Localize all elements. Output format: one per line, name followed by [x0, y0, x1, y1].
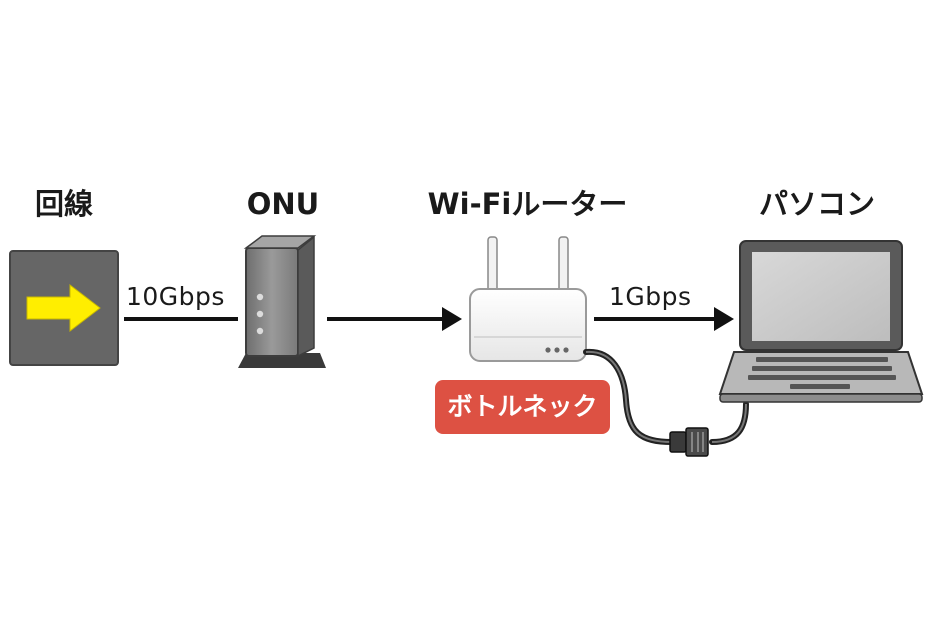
- bottleneck-badge: ボトルネック: [435, 380, 610, 434]
- lan-cable-icon: [583, 348, 749, 457]
- keyboard: [748, 357, 896, 389]
- link-onu-to-router: [327, 307, 462, 331]
- wifi-router-icon: [469, 236, 587, 362]
- line-title: 回線: [34, 187, 93, 221]
- laptop-icon: [718, 240, 924, 403]
- onu-title: ONU: [246, 187, 320, 221]
- pc-title: パソコン: [758, 187, 875, 221]
- link-line-to-onu-label: 10Gbps: [126, 282, 225, 311]
- link-router-to-pc-label: 1Gbps: [609, 282, 692, 311]
- link-router-to-pc: [594, 307, 734, 331]
- line-icon: [9, 250, 119, 366]
- arrow-right-icon: [26, 283, 101, 333]
- router-title: Wi-Fiルーター: [427, 187, 628, 221]
- onu-device-icon: [238, 235, 326, 368]
